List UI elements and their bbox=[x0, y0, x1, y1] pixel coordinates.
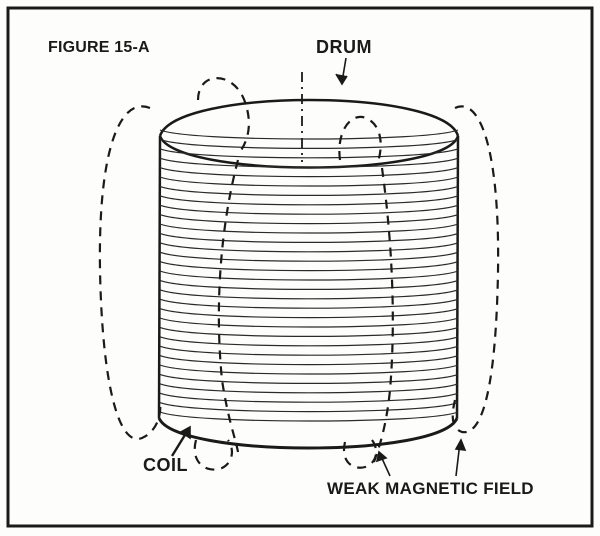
coil-winding bbox=[159, 317, 459, 328]
coil-winding bbox=[159, 326, 459, 337]
coil-windings bbox=[159, 129, 459, 422]
field-loop-outer-left bbox=[98, 105, 162, 441]
field-loop-bottom-left bbox=[193, 439, 234, 471]
coil-winding bbox=[159, 402, 459, 413]
coil-winding bbox=[159, 223, 459, 234]
field-arrow-left-head bbox=[375, 450, 388, 463]
drum-top-front-rim bbox=[158, 135, 460, 169]
label-arrows bbox=[170, 57, 467, 477]
coil-winding bbox=[159, 176, 459, 187]
coil-winding bbox=[159, 185, 459, 196]
field-line-inner-right bbox=[372, 167, 394, 463]
drum-label: DRUM bbox=[316, 37, 372, 57]
drum-right-side bbox=[455, 135, 460, 419]
coil-winding bbox=[159, 214, 459, 225]
figure-border bbox=[6, 6, 594, 528]
drum-left-side bbox=[157, 135, 162, 419]
coil-winding bbox=[159, 364, 459, 375]
drum-bottom-rim bbox=[157, 417, 459, 450]
coil-label: COIL bbox=[143, 455, 188, 475]
coil-winding bbox=[159, 232, 459, 243]
magnetic-field-label: WEAK MAGNETIC FIELD bbox=[327, 479, 534, 498]
coil-winding bbox=[159, 167, 459, 178]
field-arrow-right-head bbox=[454, 438, 467, 451]
field-loop-top-right bbox=[338, 115, 382, 163]
field-line-inner-left bbox=[217, 159, 240, 453]
coil-winding bbox=[159, 392, 459, 403]
coil-winding bbox=[159, 251, 459, 262]
coil-winding bbox=[159, 242, 459, 253]
drum-top-back-rim bbox=[158, 98, 460, 137]
field-loop-bottom-middle bbox=[342, 439, 378, 469]
coil-winding bbox=[159, 289, 459, 300]
magnetic-field-lines bbox=[98, 77, 500, 471]
coil-winding bbox=[159, 270, 459, 281]
drum-arrow-head bbox=[335, 73, 348, 86]
coil-winding bbox=[159, 138, 459, 149]
coil-winding bbox=[159, 336, 459, 347]
figure-title: FIGURE 15-A bbox=[48, 39, 150, 56]
coil-winding bbox=[159, 195, 459, 206]
coil-winding bbox=[159, 261, 459, 272]
coil-winding bbox=[159, 355, 459, 366]
coil-winding bbox=[159, 383, 459, 394]
coil-winding bbox=[159, 204, 459, 215]
coil-winding bbox=[159, 279, 459, 290]
coil-winding bbox=[159, 411, 459, 422]
field-loop-top-left bbox=[196, 77, 250, 153]
coil-winding bbox=[159, 345, 459, 356]
coil-winding bbox=[159, 129, 459, 140]
coil-winding bbox=[159, 308, 459, 319]
field-loop-outer-right bbox=[451, 105, 500, 434]
coil-winding bbox=[159, 298, 459, 309]
coil-winding bbox=[159, 148, 459, 159]
coil-winding bbox=[159, 157, 459, 168]
coil-winding bbox=[159, 373, 459, 384]
coil-arrow-head bbox=[179, 425, 191, 440]
